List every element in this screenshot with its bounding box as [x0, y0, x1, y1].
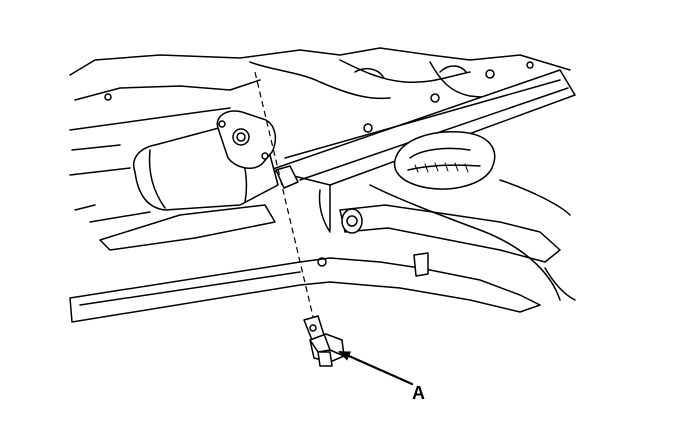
engine-chassis-background	[69, 47, 576, 323]
alignment-guide-line	[254, 71, 316, 326]
callout-arrow-a	[338, 350, 414, 386]
callout-label-a: A	[412, 383, 425, 403]
bracket-a	[303, 315, 345, 367]
